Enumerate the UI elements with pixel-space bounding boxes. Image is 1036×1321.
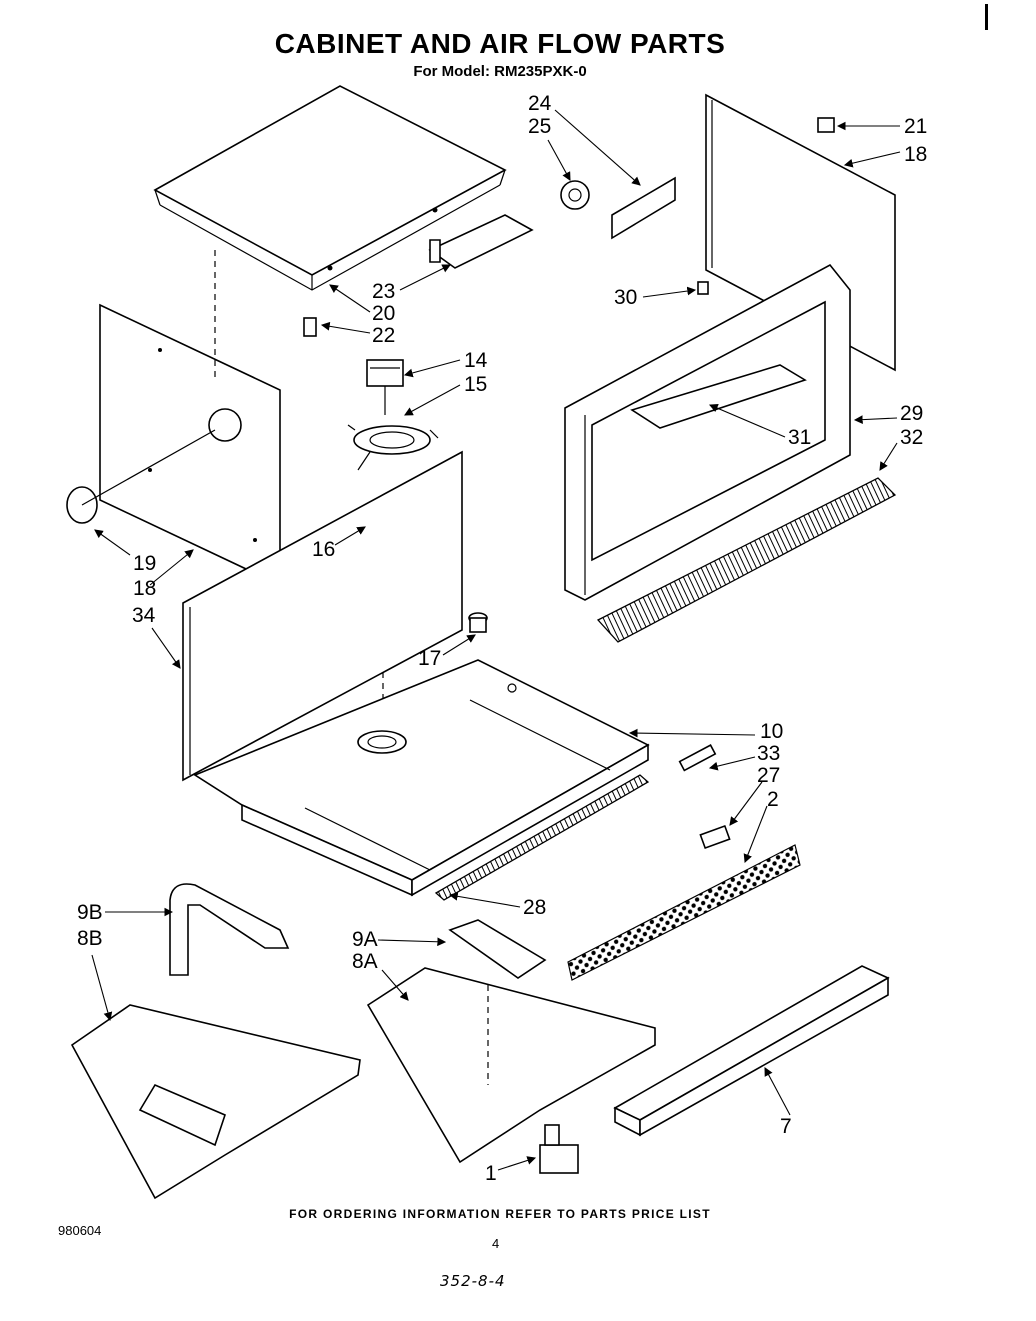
deflector-plate xyxy=(630,364,807,429)
front-frame xyxy=(564,263,851,601)
callout-17: 17 xyxy=(418,647,441,670)
diagram-title: CABINET AND AIR FLOW PARTS xyxy=(274,28,726,59)
callout-labels: 24 25 21 18 23 20 22 30 14 15 29 32 31 1… xyxy=(77,92,927,1185)
plug-button xyxy=(66,429,216,524)
base-pan xyxy=(193,659,650,897)
callout-21: 21 xyxy=(904,115,927,138)
callout-29: 29 xyxy=(900,402,923,425)
callout-15: 15 xyxy=(464,373,487,396)
front-grille xyxy=(596,477,897,643)
callout-9b: 9B xyxy=(77,901,103,924)
callout-22: 22 xyxy=(372,324,395,347)
callout-2: 2 xyxy=(767,788,779,811)
callout-leaders xyxy=(91,109,901,1171)
callout-32: 32 xyxy=(900,426,923,449)
top-cover-plate xyxy=(153,85,507,291)
retainer-clip xyxy=(817,117,835,133)
rear-cabinet-wall xyxy=(182,450,463,782)
motor-mount-bracket xyxy=(347,424,439,471)
filter-part xyxy=(678,744,717,772)
callout-18-upper: 18 xyxy=(904,143,927,166)
air-duct-9b xyxy=(169,883,290,976)
handwritten-note: 352-8-4 xyxy=(440,1272,506,1290)
clip-part xyxy=(303,317,317,337)
callout-19: 19 xyxy=(133,552,156,575)
interlock-switch xyxy=(539,1124,579,1174)
callout-27: 27 xyxy=(757,764,780,787)
callout-1: 1 xyxy=(485,1162,497,1185)
callout-34: 34 xyxy=(132,604,156,627)
document-number: 980604 xyxy=(58,1223,102,1238)
trim-strip xyxy=(434,774,650,901)
callout-30: 30 xyxy=(614,286,637,309)
callout-20: 20 xyxy=(372,302,395,325)
base-plate-8b xyxy=(70,1004,361,1200)
left-side-panel xyxy=(99,303,281,587)
air-duct-9a xyxy=(448,919,547,979)
base-plate-8a xyxy=(366,967,656,1164)
model-subtitle: For Model: RM235PXK-0 xyxy=(413,63,587,80)
callout-18-lower: 18 xyxy=(133,577,156,600)
page-number: 4 xyxy=(492,1236,500,1251)
callout-28: 28 xyxy=(523,896,546,919)
ordering-note: FOR ORDERING INFORMATION REFER TO PARTS … xyxy=(289,1207,711,1221)
callout-14: 14 xyxy=(464,349,488,372)
cutout-bracket xyxy=(611,176,676,240)
callout-7: 7 xyxy=(780,1115,792,1138)
scan-edge-mark xyxy=(985,4,988,30)
grommet xyxy=(468,612,488,633)
callout-33: 33 xyxy=(757,742,780,765)
callout-16: 16 xyxy=(312,538,335,561)
mount-screw xyxy=(697,281,709,295)
thermal-cutout xyxy=(560,180,590,210)
callout-9a: 9A xyxy=(352,928,378,951)
support-channel xyxy=(613,965,890,1137)
air-duct-bracket xyxy=(428,214,534,269)
callout-10: 10 xyxy=(760,720,783,743)
callout-31: 31 xyxy=(788,426,811,449)
callout-25: 25 xyxy=(528,115,551,138)
fan-motor xyxy=(366,359,404,415)
callout-23: 23 xyxy=(372,280,395,303)
callout-8b: 8B xyxy=(77,927,103,950)
latch-bracket xyxy=(699,824,731,850)
callout-8a: 8A xyxy=(352,950,378,973)
air-screen-mesh xyxy=(567,844,801,981)
callout-24: 24 xyxy=(528,92,552,115)
